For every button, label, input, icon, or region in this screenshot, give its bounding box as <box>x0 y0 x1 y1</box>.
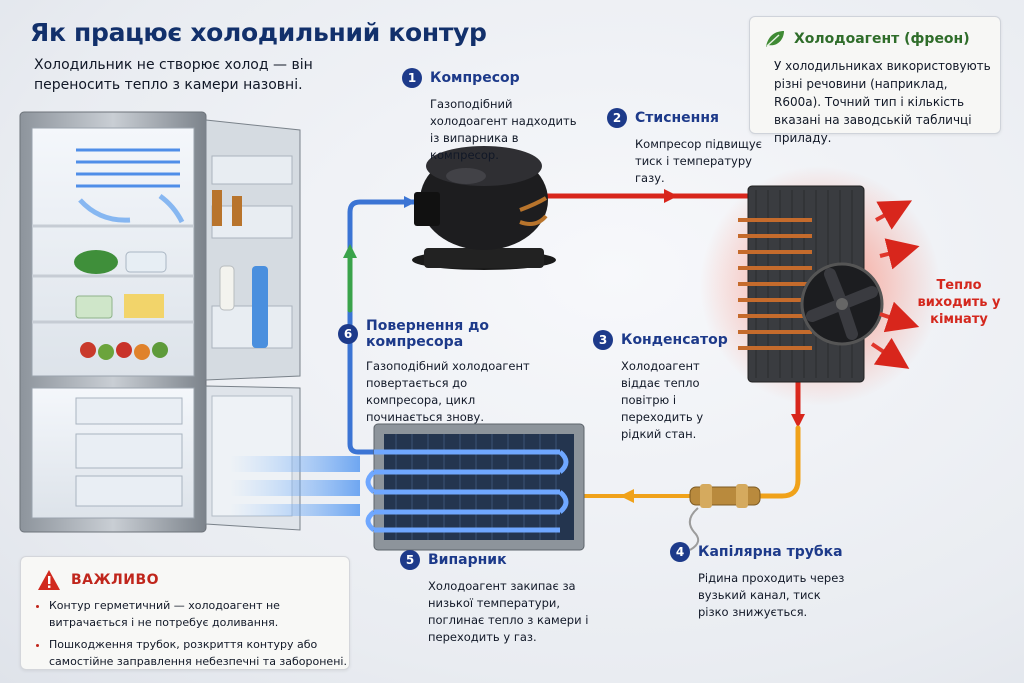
step-description: Компресор підвищує тиск і температуру га… <box>635 137 762 185</box>
refrigerant-card-body: У холодильниках використовують різні реч… <box>774 59 991 145</box>
refrigerant-card-title: Холодоагент (фреон) <box>794 31 970 47</box>
warning-item: Контур герметичний — холодоагент не витр… <box>49 597 355 631</box>
step-number: 1 <box>402 68 422 88</box>
leaf-icon <box>766 31 784 47</box>
warning-card-title: ВАЖЛИВО <box>71 572 160 588</box>
warning-item: Пошкодження трубок, розкриття контуру аб… <box>49 636 355 670</box>
evaporator-illustration <box>365 423 585 551</box>
page-title: Як працює холодильний контур <box>30 18 487 47</box>
heat-out-label: Тепло виходить у кімнату <box>917 278 1001 327</box>
warning-icon <box>38 570 60 590</box>
step-1-compressor: 1 Компресор Газоподібний холодоагент надх… <box>402 68 582 164</box>
step-2-compression: 2 Стиснення Компресор підвищує тиск і тем… <box>607 108 777 187</box>
step-number: 4 <box>670 542 690 562</box>
step-number: 2 <box>607 108 627 128</box>
step-3-condenser: 3 Конденсатор Холодоагент віддає тепло по… <box>593 330 731 443</box>
step-description: Холодоагент віддає тепло повітрю і перех… <box>621 359 704 441</box>
step-description: Холодоагент закипає за низької температу… <box>428 579 589 644</box>
fridge-illustration <box>19 111 360 533</box>
warning-list: Контур герметичний — холодоагент не витр… <box>35 597 355 675</box>
step-number: 5 <box>400 550 420 570</box>
step-name: Компресор <box>430 70 520 86</box>
step-4-capillary-tube: 4 Капілярна трубка Рідина проходить через… <box>670 542 850 621</box>
compressor-illustration <box>412 146 556 270</box>
step-description: Рідина проходить через вузький канал, ти… <box>698 571 845 619</box>
page-subtitle: Холодильник не створює холод — він перен… <box>34 57 313 93</box>
step-5-evaporator: 5 Випарник Холодоагент закипає за низької… <box>400 550 600 646</box>
capillary-tube-illustration <box>688 484 761 551</box>
step-name: Капілярна трубка <box>698 544 843 560</box>
step-name: Стиснення <box>635 110 719 126</box>
step-description: Газоподібний холодоагент повертається до… <box>366 359 530 424</box>
step-description: Газоподібний холодоагент надходить із ви… <box>430 97 577 162</box>
heat-arrows <box>870 200 920 369</box>
step-6-return-to-compressor: 6 Повернення до компресора Газоподібний х… <box>338 318 578 426</box>
step-name: Конденсатор <box>621 332 728 348</box>
warning-card: ВАЖЛИВО Контур герметичний — холодоагент… <box>20 556 350 670</box>
refrigerant-info-card: Холодоагент (фреон) У холодильниках вико… <box>749 16 1001 145</box>
step-number: 3 <box>593 330 613 350</box>
step-number: 6 <box>338 324 358 344</box>
step-name: Повернення до компресора <box>366 318 490 350</box>
step-name: Випарник <box>428 552 507 568</box>
